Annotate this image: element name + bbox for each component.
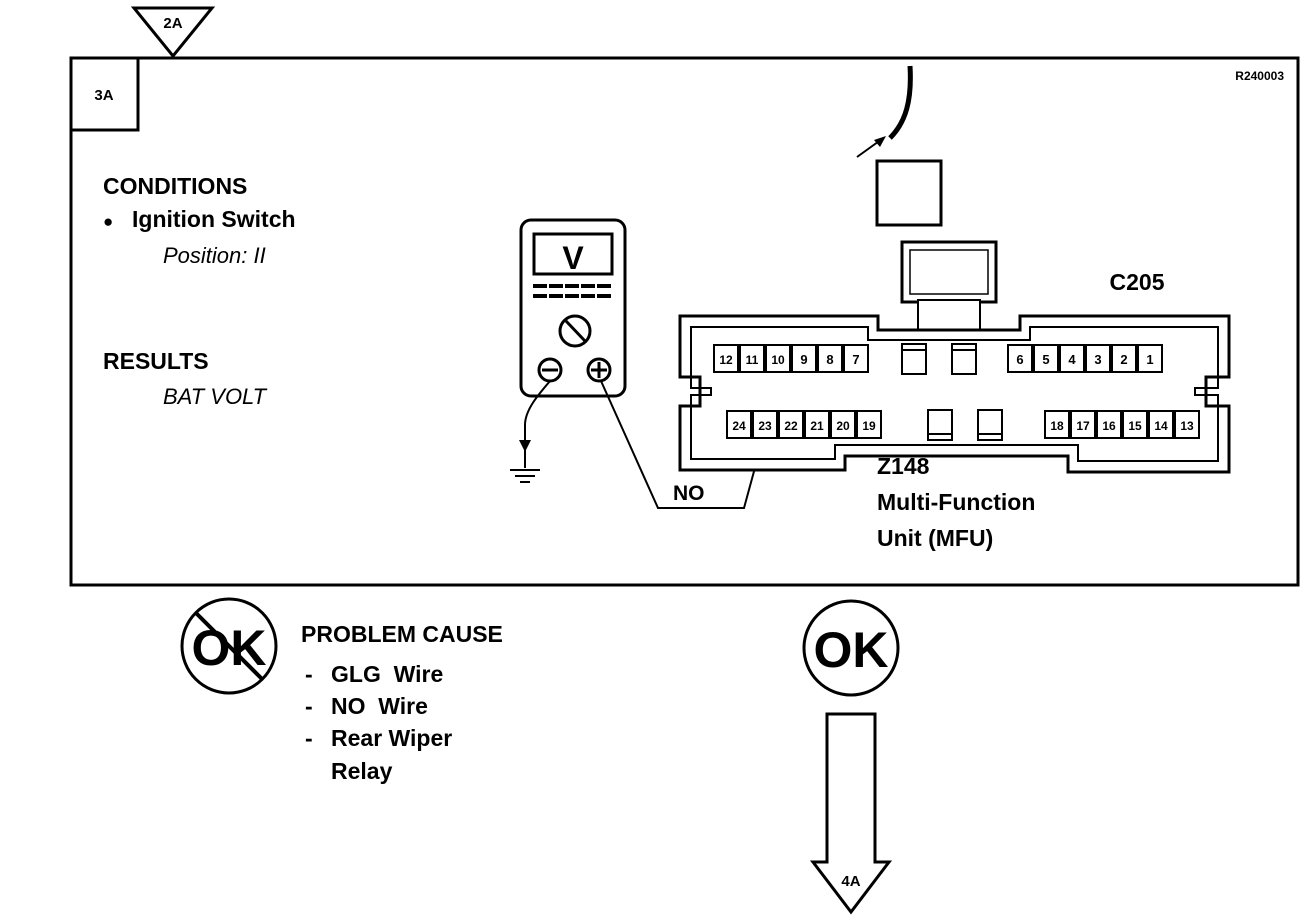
pin-cell xyxy=(804,410,830,439)
pin-cell xyxy=(739,344,765,373)
pin-cell xyxy=(1033,344,1059,373)
pin-cell xyxy=(726,410,752,439)
current-step-label: 3A xyxy=(94,87,113,104)
plus-terminal-icon xyxy=(586,357,612,383)
ok-symbol: OK xyxy=(802,599,900,697)
cause-text-1: GLG Wire xyxy=(331,661,443,687)
pin-label: 1 xyxy=(1146,352,1153,367)
pin-cell xyxy=(817,344,843,373)
ref-code: R240003 xyxy=(1235,69,1284,83)
voltmeter-dial xyxy=(558,314,592,348)
problem-cause-title: PROBLEM CAUSE xyxy=(301,621,503,647)
pin-cell xyxy=(1148,410,1174,439)
cause-text-2: NO Wire xyxy=(331,693,428,719)
pin-cell xyxy=(1137,344,1163,373)
pin-cell xyxy=(765,344,791,373)
pin-label: 18 xyxy=(1050,419,1064,433)
pin-label: 16 xyxy=(1102,419,1116,433)
connector-tab xyxy=(900,240,998,304)
pin-cell xyxy=(1111,344,1137,373)
prev-step-marker: 2A xyxy=(130,6,216,59)
pin-label: 10 xyxy=(771,353,785,367)
pin-label: 2 xyxy=(1120,352,1127,367)
pin-label: 12 xyxy=(719,353,733,367)
pin-cell xyxy=(713,344,739,373)
pin-label: 19 xyxy=(862,419,876,433)
ok-label: OK xyxy=(814,622,889,678)
pin-label: 23 xyxy=(758,419,772,433)
prev-step-triangle xyxy=(130,6,216,59)
pin-label: 15 xyxy=(1128,419,1142,433)
conditions-bullet: ● xyxy=(103,212,113,231)
pin-label: 17 xyxy=(1076,419,1090,433)
next-step-arrow: 4A xyxy=(809,712,893,915)
voltmeter-unit: V xyxy=(562,240,584,276)
pin-label: 21 xyxy=(810,419,824,433)
wire-label: NO xyxy=(673,482,705,505)
pin-cell xyxy=(1007,344,1033,373)
cause-text-3: Rear Wiper xyxy=(331,725,452,751)
conditions-detail: Position: II xyxy=(163,243,266,268)
pin-cell xyxy=(1059,344,1085,373)
pin-label: 14 xyxy=(1154,419,1168,433)
voltmeter-keys xyxy=(533,284,611,298)
pin-cell xyxy=(830,410,856,439)
component-id: Z148 xyxy=(877,453,930,479)
pin-label: 7 xyxy=(852,352,859,367)
step-box xyxy=(71,58,140,132)
minus-terminal-icon xyxy=(537,357,563,383)
pin-cell xyxy=(1096,410,1122,439)
pin-label: 8 xyxy=(826,352,833,367)
main-frame xyxy=(69,56,1300,587)
pin-cell xyxy=(752,410,778,439)
voltmeter-display xyxy=(532,232,614,276)
cause-dash-1: - xyxy=(305,661,313,687)
pin-cell xyxy=(1044,410,1070,439)
pin-cell xyxy=(856,410,882,439)
cause-dash-2: - xyxy=(305,693,313,719)
pin-label: 22 xyxy=(784,419,798,433)
results-value: BAT VOLT xyxy=(163,384,268,409)
pin-cell xyxy=(791,344,817,373)
component-name-line-1: Multi-Function xyxy=(877,489,1035,515)
pin-label: 5 xyxy=(1042,352,1049,367)
not-ok-symbol: OK xyxy=(180,597,278,695)
pin-label: 20 xyxy=(836,419,850,433)
harness-plug xyxy=(875,159,943,227)
pin-label: 11 xyxy=(746,353,759,367)
component-name-line-2: Unit (MFU) xyxy=(877,525,993,551)
pin-cell xyxy=(1174,410,1200,439)
conditions-title: CONDITIONS xyxy=(103,173,247,199)
pin-label: 4 xyxy=(1068,352,1076,367)
pin-cell xyxy=(778,410,804,439)
pin-label: 6 xyxy=(1016,352,1023,367)
pin-label: 24 xyxy=(732,419,746,433)
pin-cell xyxy=(1070,410,1096,439)
cause-dash-3: - xyxy=(305,725,313,751)
pin-cell xyxy=(1122,410,1148,439)
conditions-item: Ignition Switch xyxy=(132,206,296,232)
pin-label: 9 xyxy=(800,352,807,367)
pin-label: 13 xyxy=(1180,419,1194,433)
pin-cell xyxy=(843,344,869,373)
not-ok-slash xyxy=(194,611,264,681)
results-title: RESULTS xyxy=(103,348,209,374)
pin-label: 3 xyxy=(1094,352,1101,367)
connector-id: C205 xyxy=(1110,269,1165,295)
ground-lead xyxy=(519,380,551,468)
harness xyxy=(856,65,913,158)
cause-text-4: Relay xyxy=(331,758,393,784)
pin-cell xyxy=(1085,344,1111,373)
prev-step-label: 2A xyxy=(163,15,182,32)
voltmeter: V xyxy=(519,218,627,398)
next-step-label: 4A xyxy=(841,873,860,890)
ground-icon xyxy=(510,469,540,483)
